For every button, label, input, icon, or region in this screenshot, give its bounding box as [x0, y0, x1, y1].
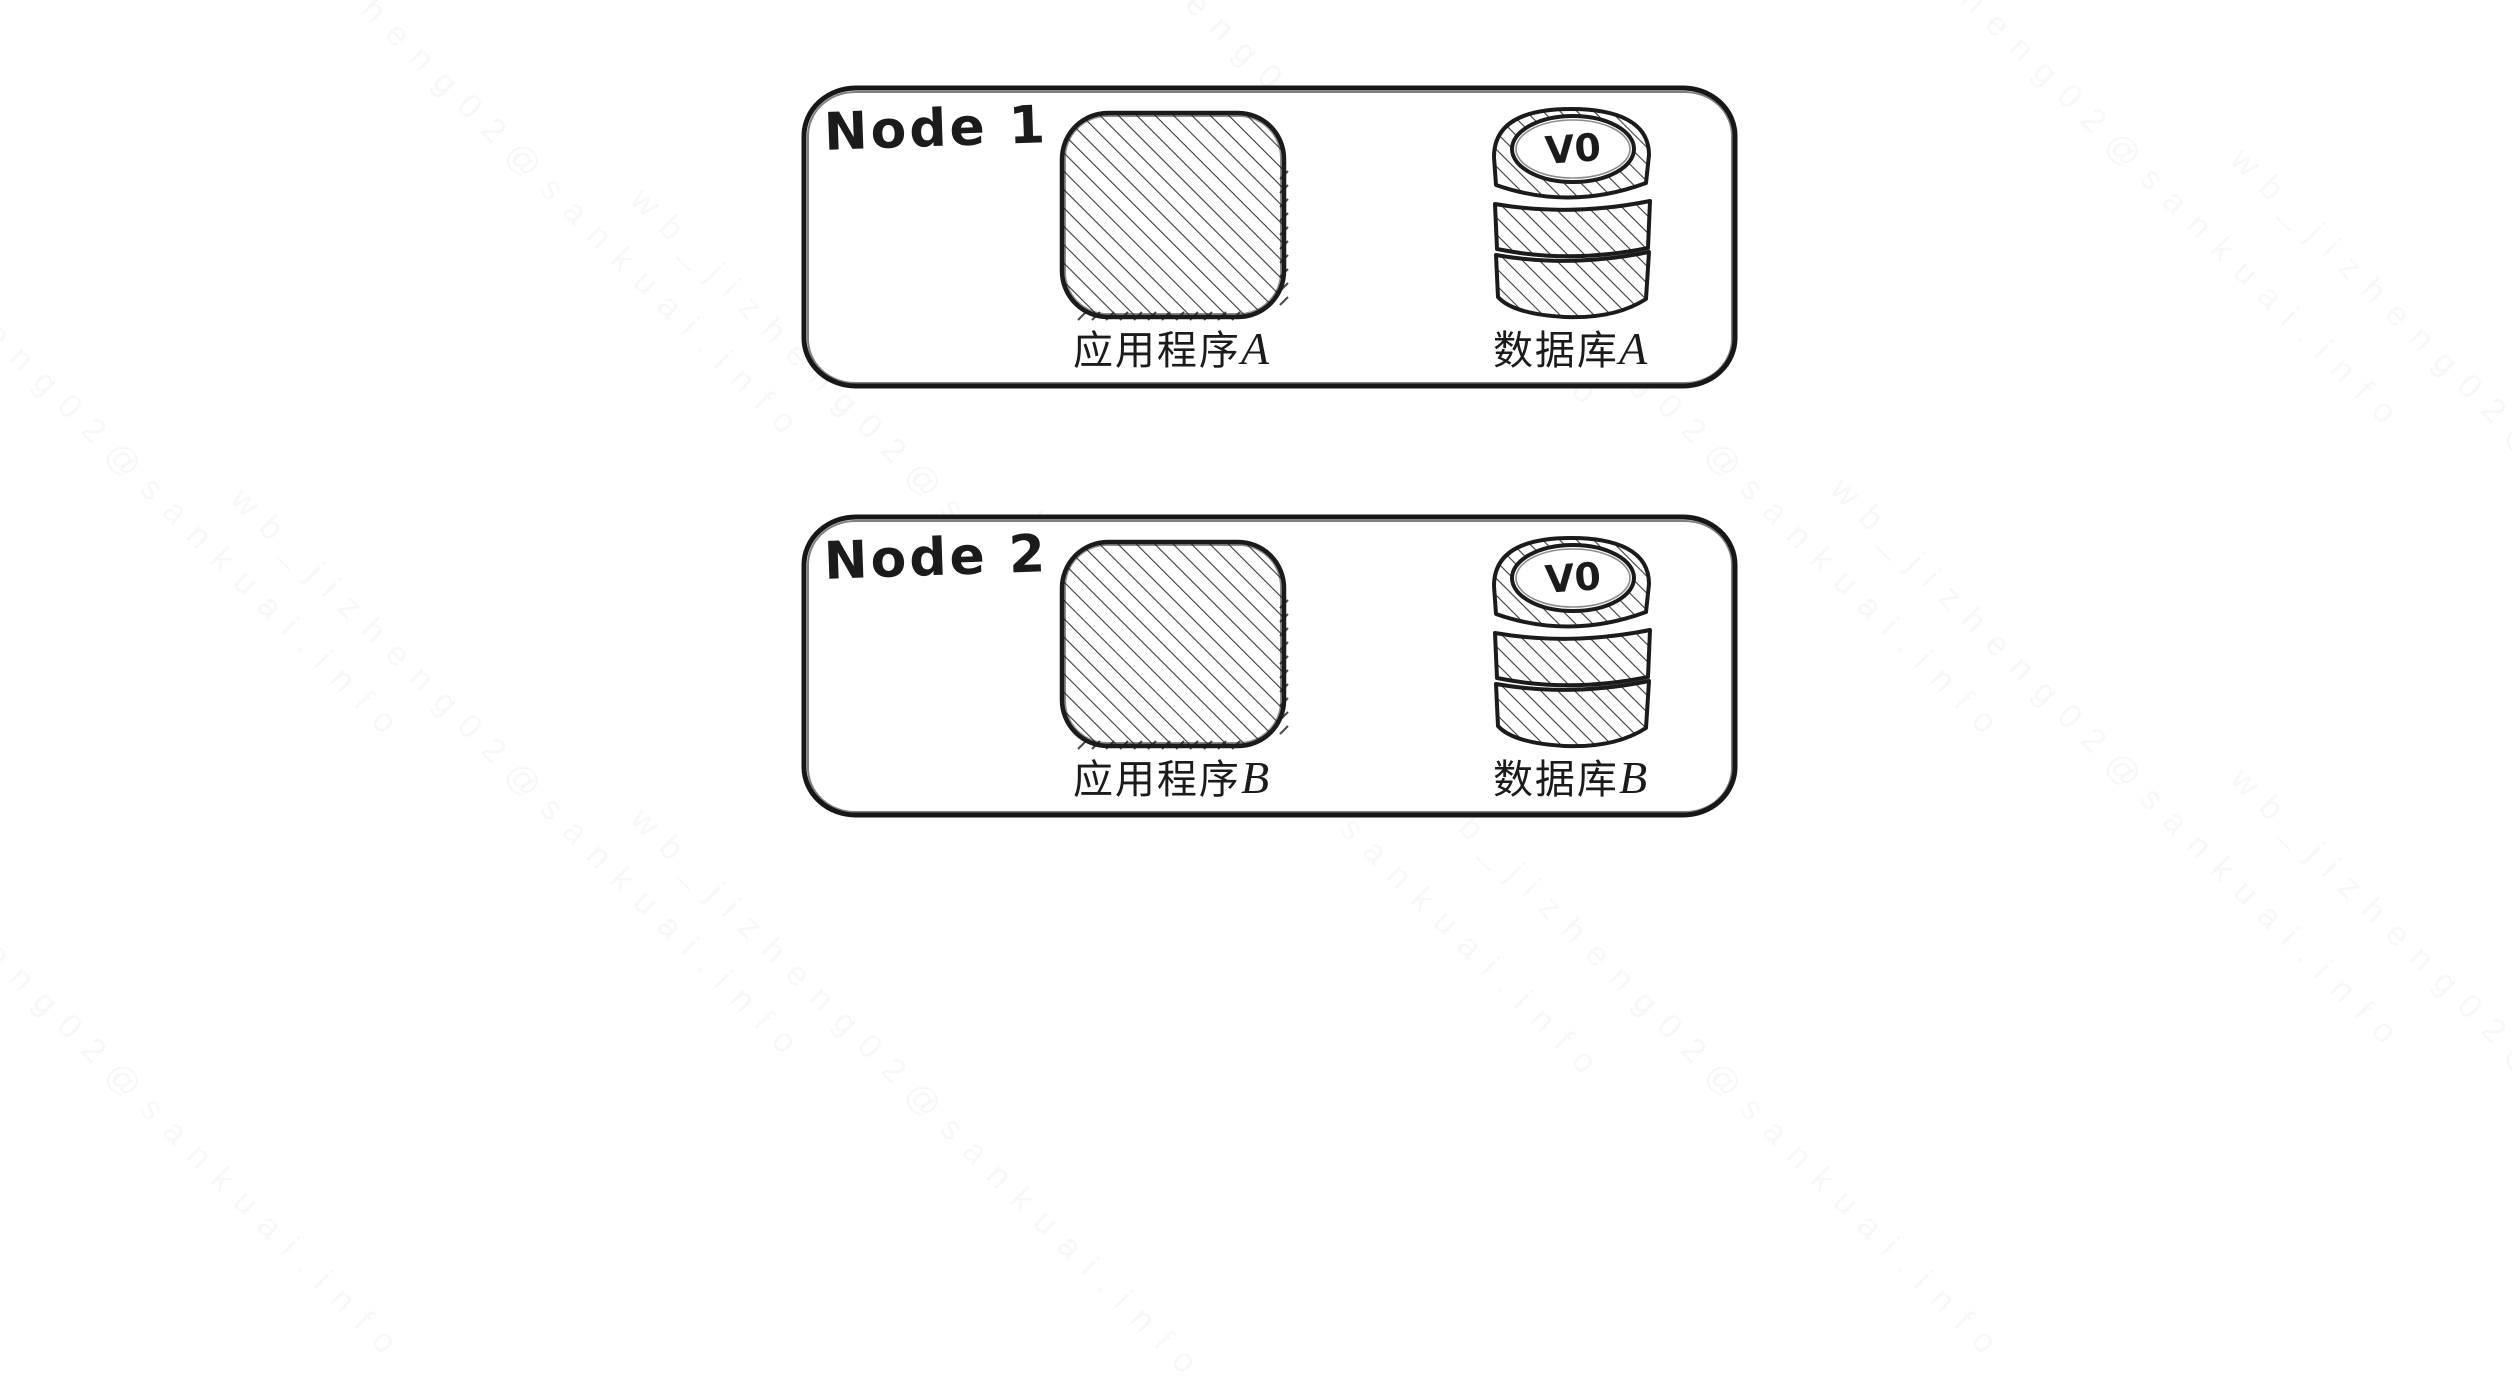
database-label-suffix: A: [1618, 323, 1650, 374]
database-label: 数据库B: [1461, 755, 1681, 805]
application-label-cjk: 应用程序: [1072, 329, 1241, 373]
node-1-title: Node 1: [823, 95, 1050, 163]
watermark-text: wb_jizheng02@sankuai.info: [0, 160, 415, 752]
database-icon: V0: [1492, 107, 1652, 320]
application-label-suffix: B: [1240, 752, 1272, 803]
database-label-cjk: 数据库: [1492, 329, 1619, 373]
application-square-icon: [1059, 539, 1289, 750]
application-square-icon: [1059, 110, 1289, 321]
database-version-label: V0: [1544, 554, 1603, 602]
database-icon: V0: [1492, 536, 1652, 749]
watermark-text: wb_jizheng02@sankuai.info: [222, 0, 814, 452]
node-2-card: Node 2: [800, 512, 1740, 821]
watermark-text: wb_jizheng02@sankuai.info: [222, 480, 814, 1072]
watermark-text: wb_jizheng02@sankuai.info: [2222, 760, 2512, 1352]
node-1-card: Node 1: [800, 83, 1740, 392]
watermark-text: wb_jizheng02@sankuai.info: [0, 780, 415, 1372]
database-label: 数据库A: [1461, 326, 1681, 376]
application-label-cjk: 应用程序: [1072, 758, 1241, 802]
watermark-text: wb_jizheng02@sankuai.info: [1822, 470, 2414, 1062]
application-label-suffix: A: [1240, 323, 1272, 374]
application-label: 应用程序B: [1062, 755, 1282, 805]
diagram-canvas: wb_jizheng02@sankuai.info wb_jizheng02@s…: [0, 0, 2512, 821]
database-label-cjk: 数据库: [1492, 758, 1619, 802]
database-version-label: V0: [1544, 125, 1603, 173]
application-label: 应用程序A: [1062, 326, 1282, 376]
database-label-suffix: B: [1618, 752, 1650, 803]
watermark-text: wb_jizheng02@sankuai.info: [1422, 780, 2014, 1372]
node-2-title: Node 2: [823, 524, 1050, 592]
watermark-text: wb_jizheng02@sankuai.info: [2222, 140, 2512, 732]
watermark-text: wb_jizheng02@sankuai.info: [622, 800, 1214, 1392]
